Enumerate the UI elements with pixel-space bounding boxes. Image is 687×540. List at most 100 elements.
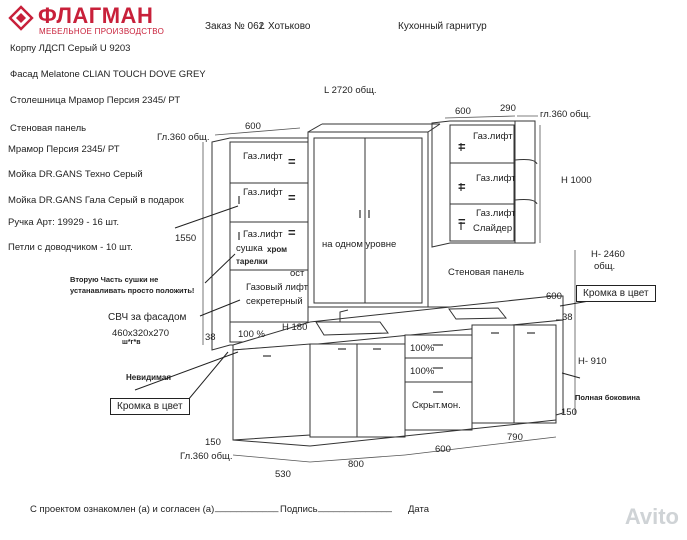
faucet <box>339 309 349 322</box>
spec-countertop: Столешница Мрамор Персия 2345/ РТ <box>10 95 181 106</box>
spec-wall-panel: Стеновая панель <box>10 123 87 134</box>
label-wall-panel: Стеновая панель <box>448 267 525 278</box>
sink-1 <box>315 321 389 336</box>
spec-handles: Ручка Арт: 19929 - 16 шт. <box>8 217 119 228</box>
watermark-text: Avito <box>624 504 679 529</box>
label-plates: тарелки <box>236 257 268 266</box>
handles <box>238 143 535 393</box>
label-100-b: 100% <box>410 366 435 377</box>
dim-600-right: 600 <box>546 291 562 302</box>
arrow-line <box>199 299 241 317</box>
equal-mark: = <box>458 179 466 194</box>
spec-facade: Фасад Melatone CLIAN TOUCH DOVE GREY <box>10 69 206 80</box>
footer-agree: С проектом ознакомлен (а) и согласен (а) <box>30 504 215 515</box>
label-100-left: 100 % <box>238 329 265 340</box>
window-depth <box>307 123 323 133</box>
open-shelf-unit <box>515 120 536 244</box>
dim-line-600-bottom <box>404 446 473 456</box>
total-length: L 2720 общ. <box>324 85 377 96</box>
label-microwave: СВЧ за фасадом <box>108 312 187 323</box>
note-dryer-line1: Вторую Часть сушки не <box>70 275 159 284</box>
dim-38-right: 38 <box>562 312 573 323</box>
note-dryer-line2: устанавливать просто положить! <box>70 286 195 295</box>
label-gas-lift-2: Газ.лифт <box>243 187 283 198</box>
label-full-side: Полная боковина <box>575 393 641 402</box>
dim-line-530 <box>232 454 311 463</box>
label-100-a: 100% <box>410 343 435 354</box>
open-shelf-curve <box>514 159 538 165</box>
arrow-line <box>561 372 581 379</box>
equal-mark: = <box>288 225 296 240</box>
dim-600-top-left: 600 <box>245 121 261 132</box>
equal-mark: = <box>458 214 466 229</box>
plinth <box>309 419 557 447</box>
window-frame <box>307 131 429 308</box>
label-hidden-mount: Скрыт.мон. <box>412 400 461 411</box>
footer-blank-1: ____________ <box>215 502 279 513</box>
flag-logo-icon <box>8 5 34 31</box>
label-gas-secret: Газовый лифт <box>246 282 308 293</box>
dim-800: 800 <box>348 459 364 470</box>
window-inner <box>313 137 423 304</box>
dim-depth-left: Гл.360 общ. <box>157 132 210 143</box>
arrow-line <box>204 253 236 284</box>
label-ost: ост <box>290 268 305 279</box>
spec-sink-1: Мойка DR.GANS Техно Серый <box>8 169 143 180</box>
dim-150-right: 150 <box>561 407 577 418</box>
equal-mark: = <box>288 154 296 169</box>
label-invisible: Невидимая <box>126 373 171 382</box>
dim-150-left: 150 <box>205 437 221 448</box>
dim-790: 790 <box>507 432 523 443</box>
edge-color-text: Кромка в цвет <box>117 401 183 412</box>
label-same-level: на одном уровне <box>322 239 397 250</box>
equal-mark: = <box>288 190 296 205</box>
dim-h180: Н 180 <box>282 322 308 333</box>
dim-line-600-top-right <box>444 115 516 119</box>
edge-color-note-right: Кромка в цвет <box>576 285 656 302</box>
dim-1550: 1550 <box>175 233 197 244</box>
spec-wall-panel-material: Мрамор Персия 2345/ РТ <box>8 144 120 155</box>
order-city: г. Хотьково <box>260 21 311 32</box>
left-upper-cabinet-front <box>229 141 309 343</box>
plinth <box>232 439 311 447</box>
dim-h2460: Н- 2460 <box>591 249 625 260</box>
dim-depth-right: гл.360 общ. <box>540 109 592 120</box>
corner-base-cabinet <box>232 343 311 441</box>
dim-line-800 <box>309 454 406 463</box>
label-chrome: хром <box>267 245 288 254</box>
open-shelf-curve <box>514 199 538 205</box>
label-slider: Слайдер <box>473 223 513 234</box>
label-gas-lift-1: Газ.лифт <box>243 151 283 162</box>
avito-watermark: Avito <box>625 504 679 530</box>
dim-530: 530 <box>275 469 291 480</box>
dim-38-left: 38 <box>205 332 216 343</box>
window-depth <box>427 123 441 133</box>
arrow-line <box>174 205 239 229</box>
spec-body: Корпу ЛДСП Серый U 9203 <box>10 43 131 54</box>
dim-h910: Н- 910 <box>578 356 607 367</box>
edge-color-text: Кромка в цвет <box>583 288 649 299</box>
footer-blank-2: ______________ <box>318 502 392 513</box>
company-logo: ФЛАГМАН МЕБЕЛЬНОЕ ПРОИЗВОДСТВО <box>8 3 188 37</box>
dim-h2460-sub: общ. <box>594 261 616 272</box>
spec-hinges: Петли с доводчиком - 10 шт. <box>8 242 133 253</box>
label-microwave-size: 460х320х270 <box>112 328 170 339</box>
equal-mark: = <box>458 139 466 154</box>
label-gas-lift-3: Газ.лифт <box>243 229 283 240</box>
order-number: Заказ № 062 <box>205 21 265 32</box>
dim-290: 290 <box>500 103 516 114</box>
label-gas-lift-r3: Газ.лифт <box>476 208 516 219</box>
sink-2 <box>448 307 508 320</box>
dim-line-600-top-left <box>214 127 301 136</box>
label-gas-lift-r1: Газ.лифт <box>473 131 513 142</box>
arrow-line <box>134 351 239 391</box>
label-dryer: сушка <box>236 243 263 254</box>
arrow-line <box>182 351 229 407</box>
footer-date: Дата <box>408 504 430 515</box>
full-side-panel <box>555 319 564 416</box>
spec-sink-2: Мойка DR.GANS Гала Серый в подарок <box>8 195 184 206</box>
dim-line-790 <box>471 436 557 448</box>
label-secretary: секретерный <box>246 296 303 307</box>
dim-600-bottom: 600 <box>435 444 451 455</box>
